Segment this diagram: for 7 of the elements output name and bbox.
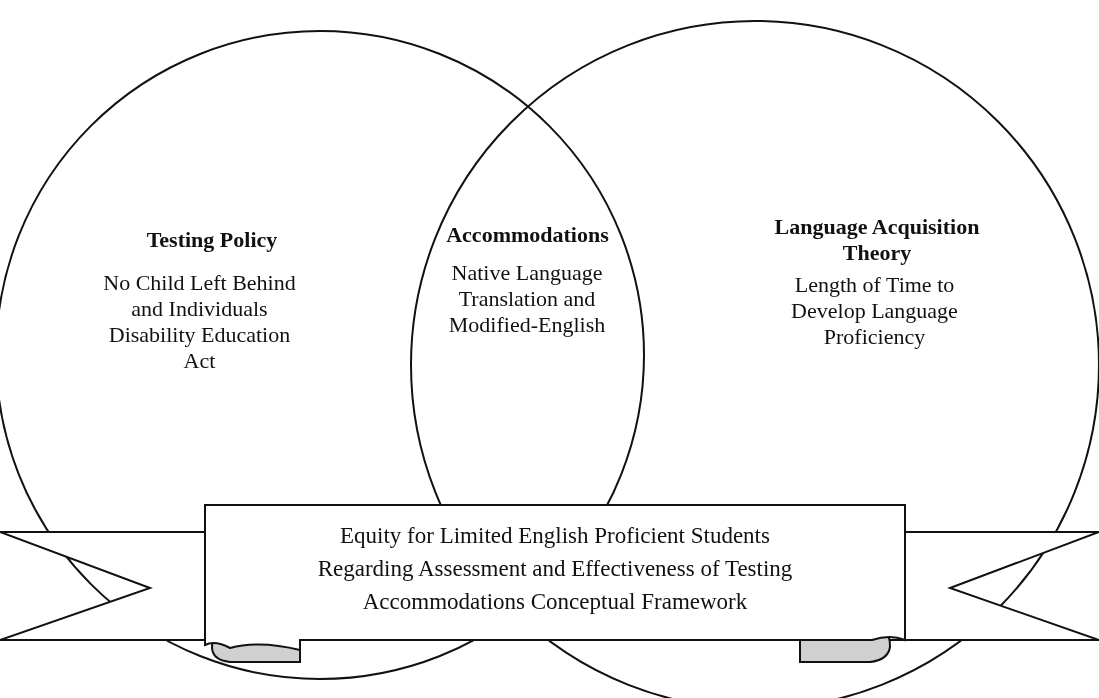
body-text: Length of Time to Develop Language Proficiency [790, 272, 959, 350]
body-text: Native Language Translation and Modified-English [447, 260, 607, 338]
body-text: Equity for Limited English Proficient Students Regarding Assessment and Effectiveness of Testing Accommodations Conceptual Framework [316, 522, 794, 616]
heading-text: Testing Policy [145, 227, 279, 253]
heading-text: Language Acquisition Theory [773, 214, 981, 266]
heading-text: Accommodations [445, 222, 610, 248]
body-text: No Child Left Behind and Individuals Disability Education Act [102, 270, 297, 374]
